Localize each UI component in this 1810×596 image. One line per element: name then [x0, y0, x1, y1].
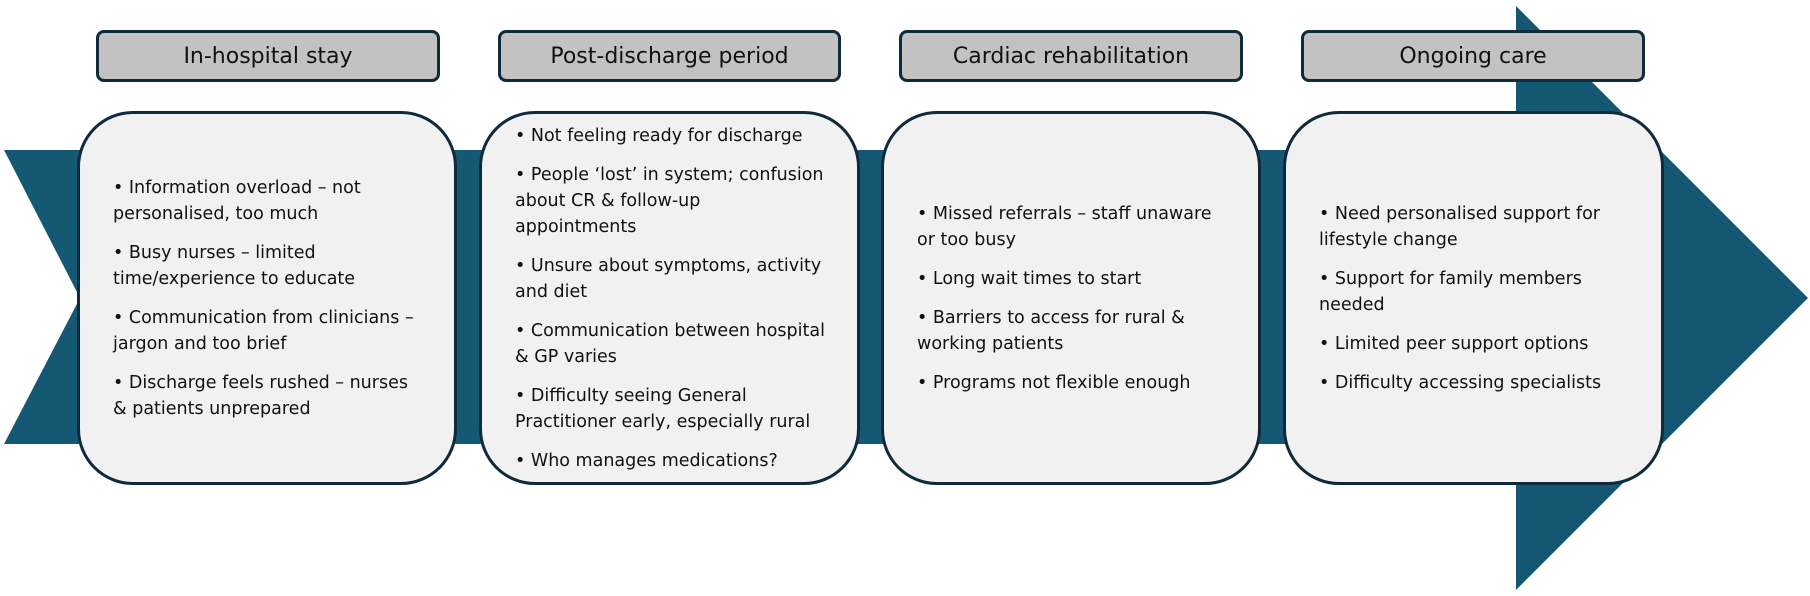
- stage-header-in-hospital-stay: In-hospital stay: [96, 30, 440, 82]
- stage-item: • Busy nurses – limited time/experience …: [113, 242, 356, 289]
- stage-header-post-discharge-period: Post-discharge period: [498, 30, 841, 82]
- stage-item: • Programs not flexible enough: [917, 372, 1191, 393]
- stage-card-in-hospital-stay: • Information overload – not personalise…: [77, 111, 457, 485]
- stage-item: • Unsure about symptoms, activity and di…: [515, 255, 822, 302]
- stage-item-list: • Not feeling ready for discharge • Peop…: [515, 123, 827, 474]
- stage-item-list: • Information overload – not personalise…: [113, 175, 424, 422]
- stage-item: • Need personalised support for lifestyl…: [1319, 203, 1600, 250]
- stage-header-cardiac-rehabilitation: Cardiac rehabilitation: [899, 30, 1243, 82]
- stage-item: • Not feeling ready for discharge: [515, 125, 803, 146]
- stage-item: • Communication from clinicians – jargon…: [113, 307, 414, 354]
- stage-item: • People ‘lost’ in system; confusion abo…: [515, 164, 824, 237]
- stage-card-ongoing-care: • Need personalised support for lifestyl…: [1283, 111, 1664, 485]
- stage-card-post-discharge-period: • Not feeling ready for discharge • Peop…: [479, 111, 860, 485]
- stage-item: • Barriers to access for rural & working…: [917, 307, 1185, 354]
- stage-item: • Difficulty accessing specialists: [1319, 372, 1602, 393]
- stage-item-list: • Need personalised support for lifestyl…: [1319, 201, 1631, 396]
- stage-item: • Limited peer support options: [1319, 333, 1589, 354]
- stage-item: • Who manages medications?: [515, 450, 778, 471]
- stage-item-list: • Missed referrals – staff unaware or to…: [917, 201, 1228, 396]
- stage-item: • Support for family members needed: [1319, 268, 1582, 315]
- stage-item: • Difficulty seeing General Practitioner…: [515, 385, 811, 432]
- stage-item: • Discharge feels rushed – nurses & pati…: [113, 372, 408, 419]
- stage-item: • Information overload – not personalise…: [113, 177, 361, 224]
- stage-item: • Communication between hospital & GP va…: [515, 320, 825, 367]
- stage-card-cardiac-rehabilitation: • Missed referrals – staff unaware or to…: [881, 111, 1261, 485]
- stage-header-ongoing-care: Ongoing care: [1301, 30, 1645, 82]
- stage-item: • Missed referrals – staff unaware or to…: [917, 203, 1212, 250]
- stage-item: • Long wait times to start: [917, 268, 1142, 289]
